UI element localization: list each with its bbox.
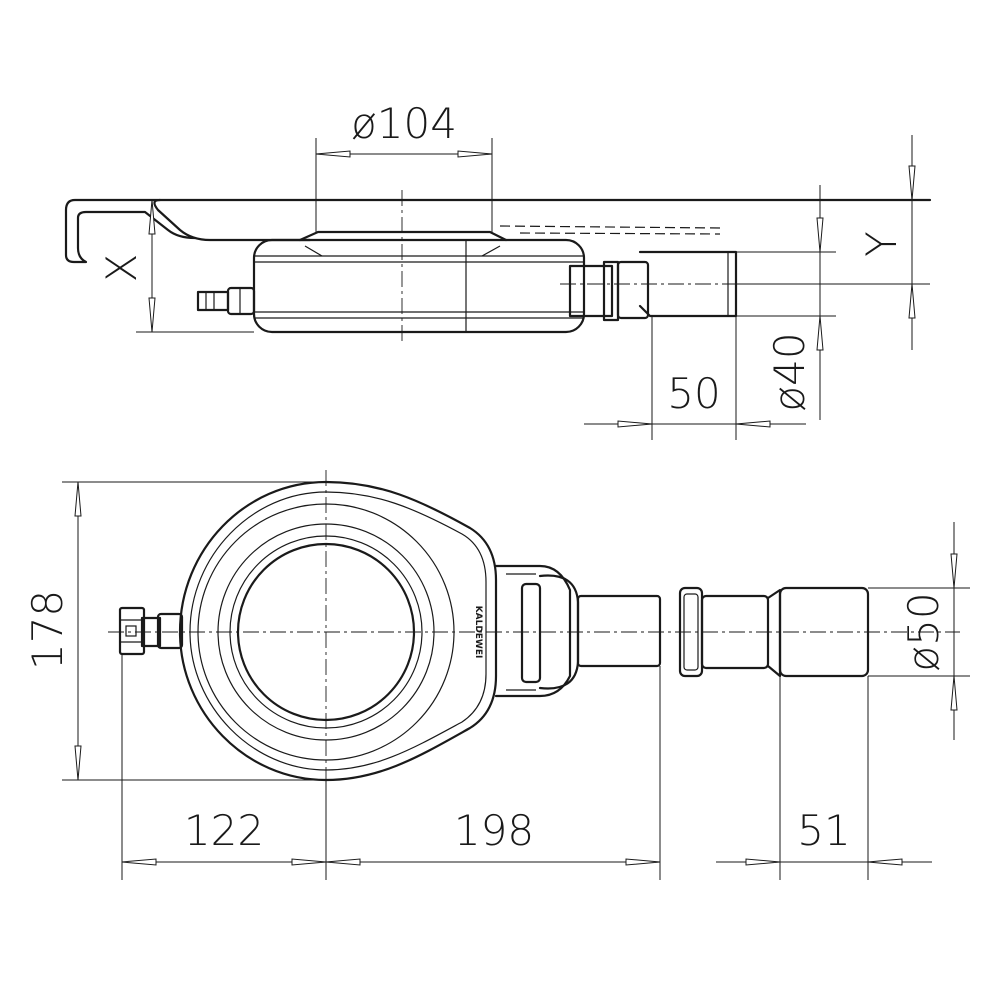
dim-x-arrow-bottom xyxy=(148,297,156,333)
dim-198-arrow-left xyxy=(325,858,361,866)
side-connector-tip xyxy=(196,290,230,312)
top-connector-base xyxy=(156,612,184,650)
dim-body-width-label: 198 xyxy=(454,806,534,855)
drain-housing-inner xyxy=(189,491,487,771)
outlet-collar xyxy=(494,564,572,698)
dim-outlet-diameter-label: ø40 xyxy=(765,332,814,411)
dim-x-label: X xyxy=(97,254,146,283)
dim-104-arrow-left xyxy=(315,150,351,158)
drain-body xyxy=(252,238,586,334)
dim-51-arrow-right xyxy=(867,858,903,866)
dim-50dia-arrow-top xyxy=(950,553,958,589)
adapter-step xyxy=(766,588,782,678)
dim-198-arrow-right xyxy=(625,858,661,866)
drain-cover xyxy=(298,230,508,242)
tray-hidden-line-1 xyxy=(499,225,721,229)
tray-hidden-line-2 xyxy=(519,232,721,235)
dim-outlet-offset-label: 50 xyxy=(667,369,720,418)
dim-adapter-diameter-label: ø50 xyxy=(899,592,948,671)
dim-122-arrow-right xyxy=(291,858,327,866)
outlet-sleeve xyxy=(616,260,650,320)
drain-cover-inner xyxy=(304,245,501,257)
top-connector-slot xyxy=(125,625,137,637)
dim-y-arrow-bottom xyxy=(908,283,916,319)
outlet-pipe-top xyxy=(576,594,662,668)
outlet-pipe xyxy=(568,264,614,318)
dim-total-height-label: 178 xyxy=(23,590,72,670)
outlet-ring xyxy=(520,582,542,684)
dim-50-arrow-left xyxy=(617,420,653,428)
tray-rim xyxy=(64,198,197,264)
dim-y-arrow-top xyxy=(908,165,916,201)
dim-y-label: Y xyxy=(857,231,906,257)
dim-104-arrow-right xyxy=(457,150,493,158)
dim-40-arrow-bottom xyxy=(816,315,824,351)
brand-marking: KALDEWEI xyxy=(473,606,483,659)
dim-left-width-label: 122 xyxy=(184,806,264,855)
top-view: KALDEWEI 178 xyxy=(23,470,970,880)
dim-178-arrow-top xyxy=(74,481,82,517)
outlet-collar-inner xyxy=(506,573,536,691)
top-connector-head xyxy=(118,606,146,656)
dim-122-arrow-left xyxy=(121,858,157,866)
drain-housing-outline xyxy=(178,480,498,782)
dim-top-diameter-label: ø104 xyxy=(351,99,457,148)
side-connector-body xyxy=(226,286,256,316)
dim-40-arrow-top xyxy=(816,217,824,253)
dim-adapter-length-label: 51 xyxy=(797,806,850,855)
dim-51-arrow-left xyxy=(745,858,781,866)
side-view: ø104 X Y ø40 50 xyxy=(64,99,932,440)
dim-178-arrow-bottom xyxy=(74,745,82,781)
dim-50dia-arrow-bottom xyxy=(950,675,958,711)
dim-x-arrow-top xyxy=(148,199,156,235)
tray-surface xyxy=(153,198,932,242)
dim-50-arrow-right xyxy=(735,420,771,428)
